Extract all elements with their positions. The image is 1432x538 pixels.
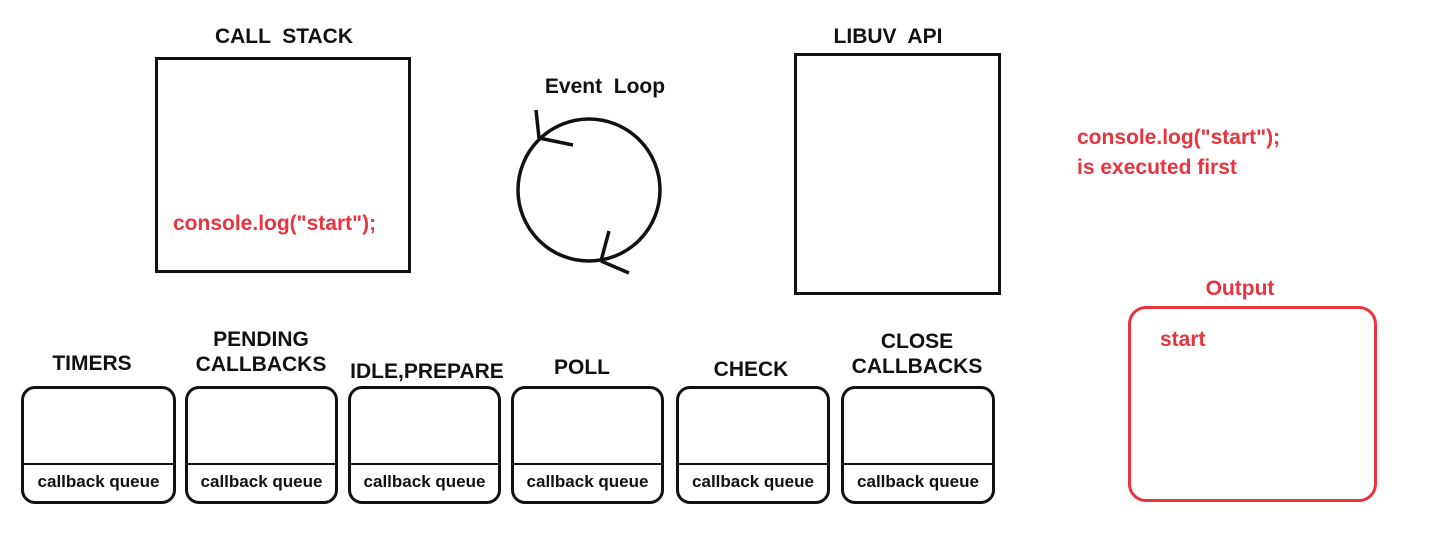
output-title: Output xyxy=(1205,277,1275,300)
phase-label-idle-prepare: IDLE,PREPARE xyxy=(350,360,504,383)
callback-queue-check: callback queue xyxy=(679,463,827,501)
libuv-api-title: LIBUV API xyxy=(833,25,943,48)
event-loop-cycle-icon xyxy=(516,109,662,275)
phase-box-timers: callback queue xyxy=(21,386,176,504)
output-line: start xyxy=(1160,328,1206,351)
callback-queue-pending-callbacks: callback queue xyxy=(188,463,335,501)
phase-label-timers: TIMERS xyxy=(52,352,132,375)
callback-queue-poll: callback queue xyxy=(514,463,661,501)
event-loop-title: Event Loop xyxy=(544,75,666,98)
phase-box-poll: callback queue xyxy=(511,386,664,504)
call-stack-title: CALL STACK xyxy=(214,25,354,48)
phase-label-poll: POLL xyxy=(554,356,610,379)
phase-label-check: CHECK xyxy=(713,358,789,381)
phase-box-close-callbacks: callback queue xyxy=(841,386,995,504)
libuv-api-box xyxy=(794,53,1001,295)
callback-queue-idle-prepare: callback queue xyxy=(351,463,498,501)
annotation-line-2: is executed first xyxy=(1077,156,1237,179)
call-stack-box: console.log("start"); xyxy=(155,57,411,273)
call-stack-entry: console.log("start"); xyxy=(173,212,377,235)
phase-box-idle-prepare: callback queue xyxy=(348,386,501,504)
phase-box-check: callback queue xyxy=(676,386,830,504)
phase-label-pending-callbacks: PENDING CALLBACKS xyxy=(195,328,327,377)
callback-queue-close-callbacks: callback queue xyxy=(844,463,992,501)
annotation-line-1: console.log("start"); xyxy=(1077,126,1281,149)
callback-queue-timers: callback queue xyxy=(24,463,173,501)
output-box: start xyxy=(1128,306,1377,502)
phase-label-close-callbacks: CLOSE CALLBACKS xyxy=(851,330,983,379)
phase-box-pending-callbacks: callback queue xyxy=(185,386,338,504)
